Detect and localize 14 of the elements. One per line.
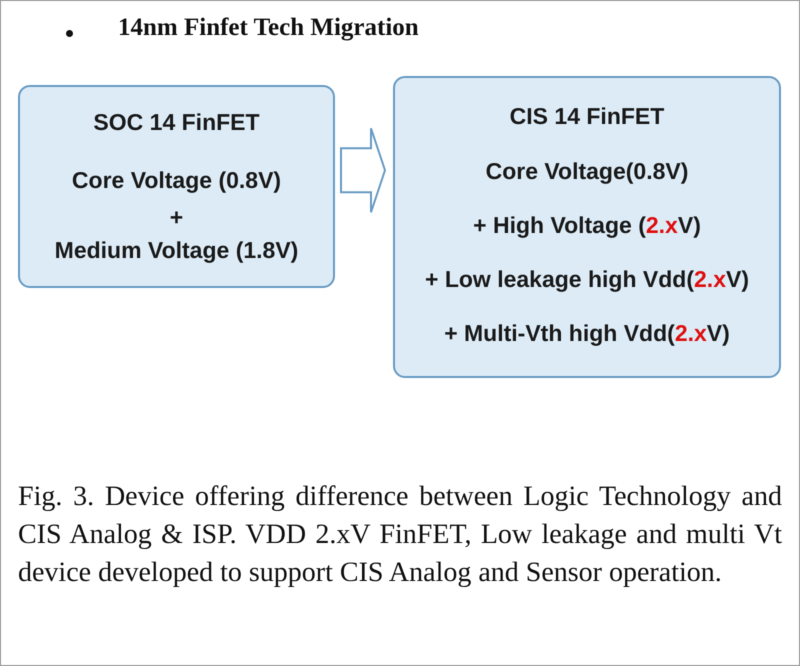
box-text: Medium Voltage (1.8V) <box>54 237 298 264</box>
rounded-box <box>18 85 335 288</box>
block-arrow <box>340 127 386 214</box>
box-text: + Low leakage high Vdd(2.xV) <box>425 266 749 293</box>
title: 14nm Finfet Tech Migration <box>118 14 419 42</box>
box-text: + <box>170 204 184 231</box>
box-text: Core Voltage (0.8V) <box>72 167 282 194</box>
box-heading: CIS 14 FinFET <box>510 103 664 130</box>
box-text: + High Voltage (2.xV) <box>473 212 701 239</box>
box-text: + Multi-Vth high Vdd(2.xV) <box>444 320 730 347</box>
figure-caption: Fig. 3. Device offering difference between Logic Technology and CIS Analog & ISP. VDD 2.xV FinFET, Low leakage and multi Vt device developed to support CIS Analog and Sensor operation. <box>18 480 782 590</box>
rounded-box <box>393 76 781 378</box>
box-heading: SOC 14 FinFET <box>93 109 260 136</box>
box-text: Core Voltage(0.8V) <box>486 158 688 185</box>
